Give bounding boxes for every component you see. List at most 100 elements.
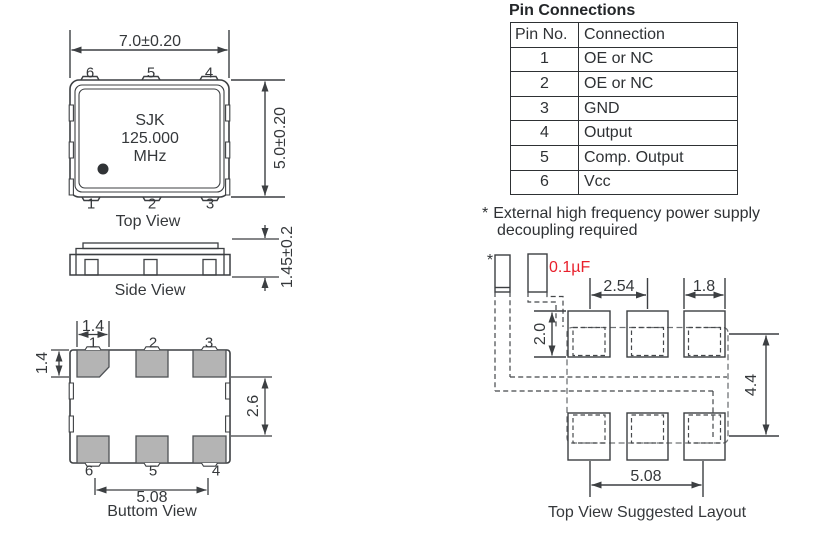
bottom-view-pad-width-label: 1.4 bbox=[81, 318, 105, 335]
top-view-side-notches bbox=[68, 104, 231, 196]
pin-no: 4 bbox=[510, 120, 579, 146]
bottom-view-span-dim bbox=[94, 478, 209, 495]
pin-table-header-pin: Pin No. bbox=[510, 22, 579, 48]
capacitor-pad-left bbox=[494, 254, 511, 293]
table-row: 3 GND bbox=[510, 95, 738, 122]
pin1-index-dot bbox=[97, 163, 109, 175]
layout-pad-height-dim bbox=[534, 310, 566, 358]
layout-row-pitch-label: 4.4 bbox=[743, 373, 760, 397]
package-outline-dashed bbox=[566, 326, 729, 444]
pin-connection: Output bbox=[578, 120, 738, 146]
top-view-height-dim-label: 5.0±0.20 bbox=[272, 106, 289, 170]
pin-no: 2 bbox=[510, 71, 579, 97]
pin-connection: Vcc bbox=[578, 169, 738, 196]
bottom-view-pad-height-label: 1.4 bbox=[34, 351, 51, 375]
layout-land-pads bbox=[567, 310, 726, 461]
land-pad-3 bbox=[683, 310, 726, 358]
bottom-view-castellation-tabs bbox=[68, 346, 231, 467]
bottom-view-drawing bbox=[51, 321, 272, 495]
bottom-view-pin-1-label: 1 bbox=[88, 334, 98, 352]
pin-no: 6 bbox=[510, 169, 579, 196]
table-row: 5 Comp. Output bbox=[510, 144, 738, 171]
pin-table-header-connection: Connection bbox=[578, 22, 738, 48]
trace-outlines bbox=[494, 292, 727, 440]
pad-1 bbox=[76, 349, 110, 378]
bottom-view-pin-6-label: 6 bbox=[84, 462, 94, 480]
top-view-pin-6-label: 6 bbox=[85, 64, 95, 82]
pin-connection: OE or NC bbox=[578, 71, 738, 97]
layout-pitch-dim bbox=[589, 278, 649, 309]
capacitor-value-label: 0.1µF bbox=[549, 259, 591, 276]
side-view-caption: Side View bbox=[114, 282, 186, 299]
bottom-view-pin-3-label: 3 bbox=[204, 334, 214, 352]
top-view-pin-5-label: 5 bbox=[146, 64, 156, 82]
top-view-width-dim-label: 7.0±0.20 bbox=[118, 33, 182, 50]
footnote-text: External high frequency power supply bbox=[493, 205, 761, 222]
part-frequency-unit: MHz bbox=[133, 148, 167, 165]
bottom-view-row-gap-label: 2.6 bbox=[245, 394, 262, 418]
pin-table-header-row: Pin No. Connection bbox=[510, 22, 738, 48]
bottom-view-caption: Buttom View bbox=[107, 503, 197, 520]
layout-drawing bbox=[494, 253, 779, 497]
part-name: SJK bbox=[135, 112, 165, 129]
pin-connection: GND bbox=[578, 95, 738, 122]
bottom-view-pin-4-label: 4 bbox=[211, 462, 221, 480]
side-view-lid bbox=[82, 242, 219, 250]
pad-6 bbox=[76, 435, 110, 464]
decoupling-capacitor bbox=[494, 253, 548, 293]
part-frequency: 125.000 bbox=[121, 130, 179, 147]
top-view-drawing bbox=[68, 30, 285, 202]
land-pad-6 bbox=[567, 412, 611, 461]
layout-pad-width-dim bbox=[683, 278, 726, 309]
layout-span-label: 5.08 bbox=[630, 468, 662, 485]
side-view-body bbox=[69, 253, 231, 276]
land-pad-1 bbox=[567, 310, 611, 358]
land-pad-5 bbox=[626, 412, 669, 461]
bottom-view-pads bbox=[76, 349, 227, 464]
top-view-caption: Top View bbox=[115, 213, 181, 230]
table-row: 4 Output bbox=[510, 120, 738, 146]
top-view-pin-2-label: 2 bbox=[147, 195, 157, 213]
top-view-body-outer bbox=[69, 79, 230, 198]
pad-2 bbox=[135, 349, 169, 378]
table-row: 2 OE or NC bbox=[510, 71, 738, 97]
footnote-line-2: decoupling required bbox=[497, 222, 638, 239]
side-view-height-dim bbox=[232, 225, 279, 291]
pad-3 bbox=[192, 349, 227, 378]
layout-pad-height-label: 2.0 bbox=[532, 322, 549, 346]
bottom-view-row-gap-dim bbox=[231, 376, 272, 437]
capacitor-asterisk: * bbox=[486, 252, 494, 269]
layout-component-pads-dashed bbox=[572, 326, 722, 444]
layout-pad-width-label: 1.8 bbox=[692, 278, 716, 295]
side-view-height-dim-label: 1.45±0.2 bbox=[279, 225, 296, 289]
pin-connection: OE or NC bbox=[578, 46, 738, 73]
bottom-view-span-label: 5.08 bbox=[136, 489, 168, 506]
side-view-lid2 bbox=[75, 247, 225, 256]
pin-no: 5 bbox=[510, 144, 579, 171]
top-view-body-inner bbox=[78, 88, 221, 189]
bottom-view-pad-height-dim bbox=[51, 349, 69, 378]
pin-no: 1 bbox=[510, 46, 579, 73]
pin-connection: Comp. Output bbox=[578, 144, 738, 171]
land-pad-2 bbox=[626, 310, 669, 358]
pad-4 bbox=[192, 435, 227, 464]
pin-table-title: Pin Connections bbox=[509, 2, 636, 19]
footnote-asterisk: * bbox=[482, 205, 489, 222]
pin-connections-table: Pin No. Connection 1 OE or NC 2 OE or NC… bbox=[510, 22, 738, 196]
side-view-drawing bbox=[69, 225, 279, 291]
bottom-view-pad-width-dim bbox=[76, 321, 110, 347]
bottom-view-pin-2-label: 2 bbox=[148, 334, 158, 352]
footnote-line-1: *External high frequency power supply bbox=[482, 205, 760, 223]
table-row: 6 Vcc bbox=[510, 169, 738, 196]
bottom-view-pin-5-label: 5 bbox=[148, 462, 158, 480]
top-view-pin-3-label: 3 bbox=[205, 195, 215, 213]
table-row: 1 OE or NC bbox=[510, 46, 738, 73]
top-view-bottom-castellations bbox=[81, 196, 220, 202]
pad-5 bbox=[135, 435, 169, 464]
pin-no: 3 bbox=[510, 95, 579, 122]
top-view-pin-4-label: 4 bbox=[204, 64, 214, 82]
layout-span-dim bbox=[589, 461, 704, 497]
top-view-pin-1-label: 1 bbox=[86, 195, 96, 213]
